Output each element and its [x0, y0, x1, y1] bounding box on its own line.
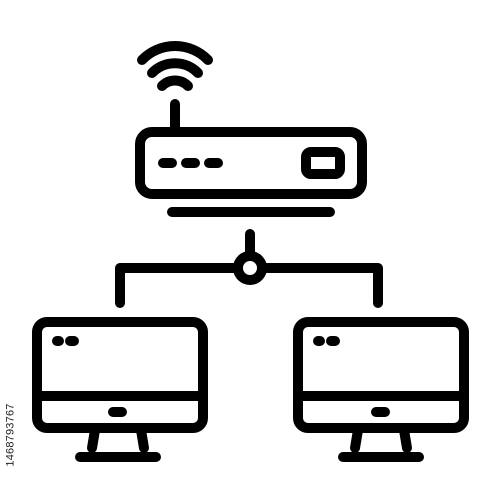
left-monitor-neck-left: [87, 425, 100, 453]
left-monitor-frame: [32, 317, 208, 433]
router-port: [301, 147, 345, 179]
wifi-router-icon: [135, 127, 367, 217]
signal-arc-middle: [147, 58, 203, 78]
signal-arc-outer: [137, 41, 213, 65]
desktop-monitor-icon: [293, 317, 469, 462]
right-monitor-neck-left: [350, 425, 363, 453]
right-monitor-frame: [293, 317, 469, 433]
connector-right-branch: [257, 263, 383, 308]
wifi-signal-icon: [137, 41, 213, 91]
network-node-icon: [115, 229, 383, 308]
left-monitor-neck-right: [136, 425, 149, 453]
right-monitor-neck-right: [399, 425, 412, 453]
signal-arc-inner: [157, 75, 193, 91]
connector-left-branch: [115, 263, 243, 308]
stock-image-id: 1468793767: [4, 380, 18, 490]
router-body: [135, 127, 367, 199]
desktop-monitor-icon: [32, 317, 208, 462]
stock-image-id-text: 1468793767: [5, 403, 17, 467]
